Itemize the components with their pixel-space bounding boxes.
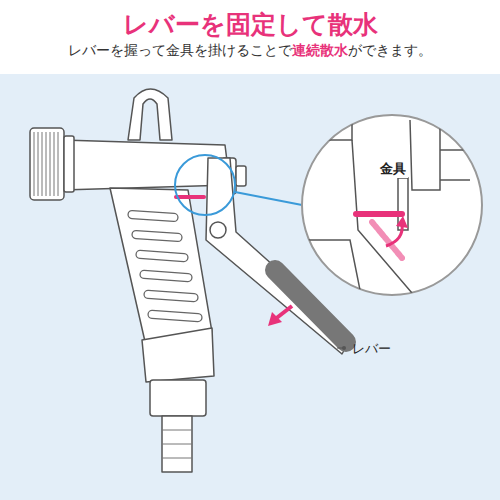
knurl-line [42, 132, 43, 196]
part-label: 金具 [378, 160, 408, 178]
leader-dot [342, 346, 346, 350]
title: レバーを固定して散水 [0, 8, 500, 41]
press-arrowhead [268, 312, 282, 326]
part-label: レバー [352, 340, 391, 358]
zoom-detail [300, 120, 470, 300]
subtitle-text: ができます。 [348, 42, 432, 58]
knurl-line [54, 132, 55, 196]
subtitle-text: レバーを握って金具を掛けることで [68, 42, 292, 58]
hook-bar [176, 195, 204, 199]
highlight-circle [175, 155, 235, 215]
knurl-line [50, 132, 51, 196]
knurl-line [38, 132, 39, 196]
zoom-link [235, 192, 302, 205]
knurl-line [58, 132, 59, 196]
spray-gun [30, 89, 352, 472]
zoom-circle [302, 115, 482, 295]
background-panel [0, 74, 500, 500]
knurl-line [34, 132, 35, 196]
emphasis-text: 連続散水 [292, 42, 348, 58]
subtitle: レバーを握って金具を掛けることで連続散水ができます。 [0, 42, 500, 60]
knurl-line [46, 132, 47, 196]
